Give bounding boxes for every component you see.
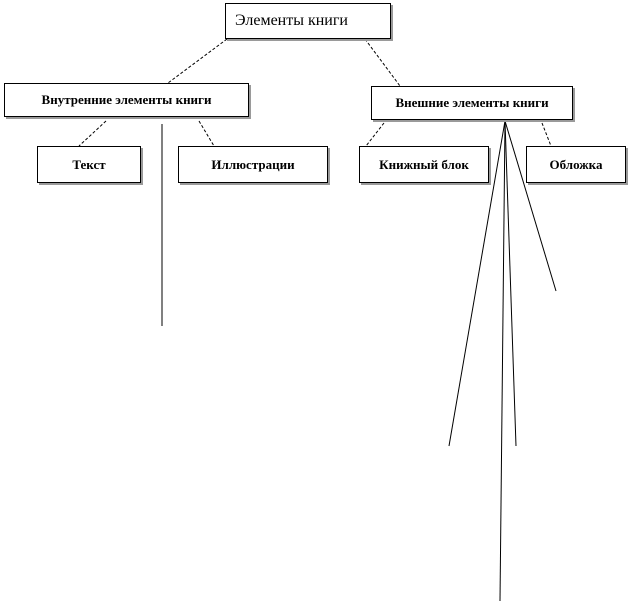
connector-root-to-outer bbox=[364, 38, 401, 87]
node-book-elements: Элементы книги bbox=[225, 3, 391, 39]
node-internal-elements: Внутренние элементы книги bbox=[4, 83, 249, 117]
connector-inner-to-text bbox=[78, 120, 107, 147]
node-text-label: Текст bbox=[72, 156, 106, 172]
branch-line-outer-3 bbox=[504, 120, 557, 292]
node-illustrations: Иллюстрации bbox=[178, 146, 328, 183]
node-internal-elements-label: Внутренние элементы книги bbox=[41, 92, 212, 107]
connector-outer-to-book-block bbox=[365, 122, 385, 147]
connector-inner-to-illustrations bbox=[198, 120, 215, 147]
branch-line-outer-1 bbox=[448, 120, 506, 447]
connector-outer-to-cover bbox=[541, 122, 552, 147]
node-cover: Обложка bbox=[526, 146, 626, 183]
node-external-elements-label: Внешние элементы книги bbox=[395, 95, 549, 110]
node-illustrations-label: Иллюстрации bbox=[211, 156, 295, 172]
node-book-block-label: Книжный блок bbox=[379, 156, 469, 172]
node-cover-label: Обложка bbox=[549, 156, 603, 172]
node-external-elements: Внешние элементы книги bbox=[371, 86, 573, 120]
branch-line-outer-4 bbox=[499, 120, 506, 602]
node-book-block: Книжный блок bbox=[359, 146, 489, 183]
node-book-elements-label: Элементы книги bbox=[235, 12, 348, 29]
connector-root-to-inner bbox=[167, 38, 228, 84]
node-text: Текст bbox=[37, 146, 141, 183]
branch-line-outer-2 bbox=[504, 120, 517, 447]
